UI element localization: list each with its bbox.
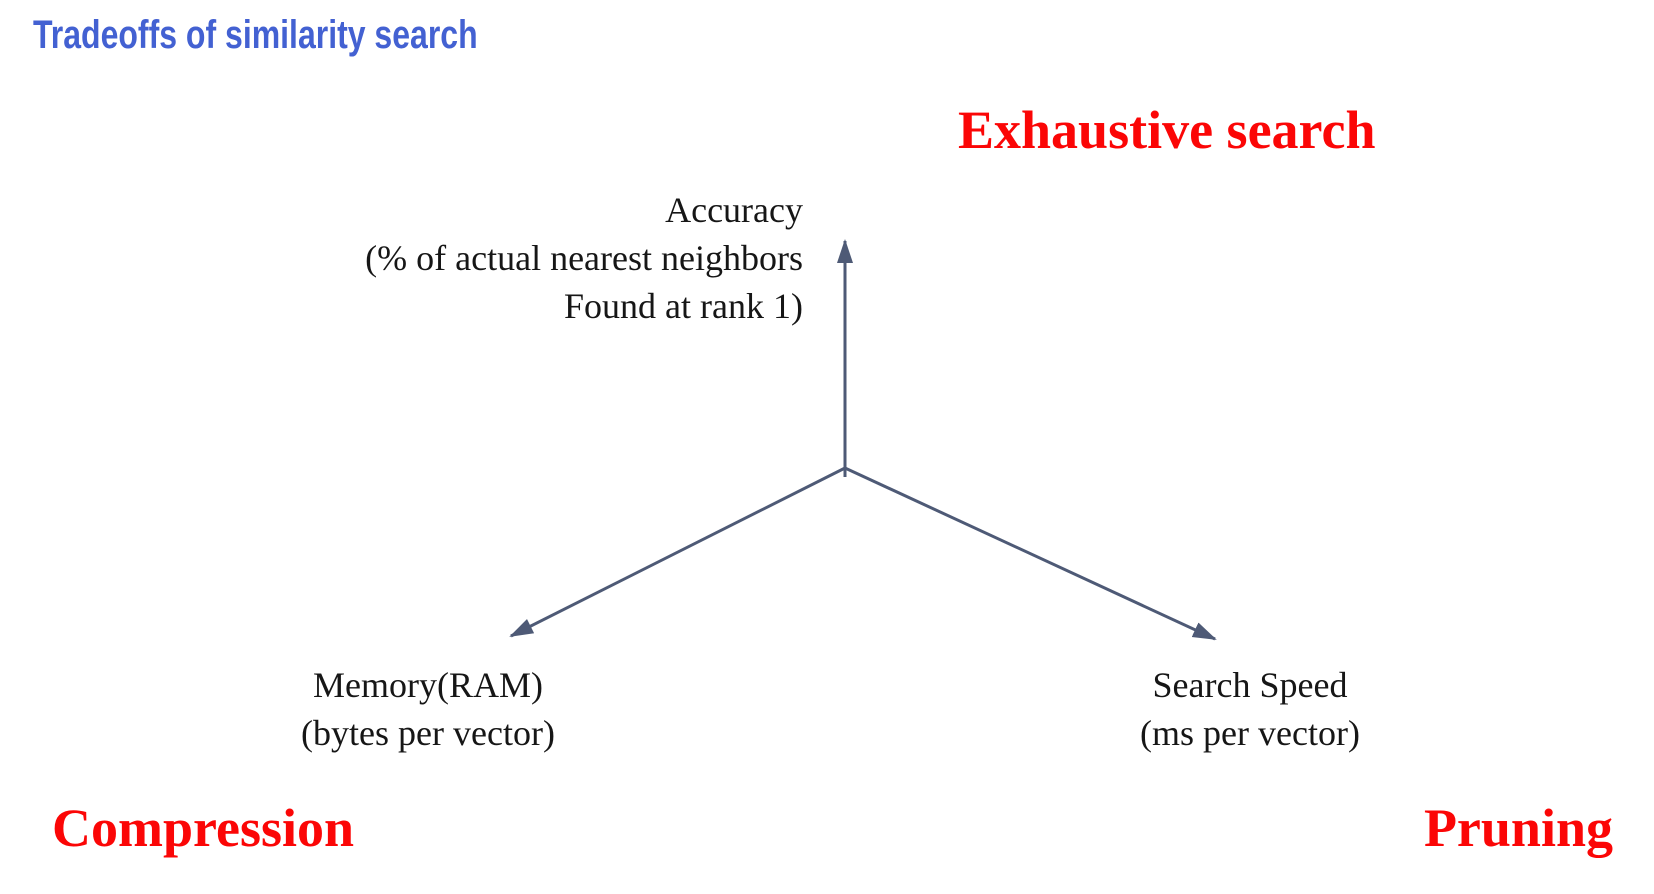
memory-axis-arrow-down-left-icon [509, 466, 846, 638]
search-speed-axis-label-line1: Search Speed [1152, 665, 1348, 705]
label-exhaustive-search: Exhaustive search [958, 100, 1376, 160]
slide-title: Tradeoffs of similarity search [33, 13, 478, 57]
accuracy-axis-label-line3: Found at rank 1) [564, 286, 803, 326]
accuracy-axis-label: Accuracy (% of actual nearest neighbors … [283, 186, 803, 330]
search-speed-axis-label: Search Speed (ms per vector) [1080, 661, 1420, 757]
search-speed-axis-label-line2: (ms per vector) [1140, 713, 1360, 753]
label-compression: Compression [52, 798, 355, 858]
accuracy-axis-label-line2: (% of actual nearest neighbors [365, 238, 803, 278]
speed-axis-arrow-down-right-icon [844, 466, 1217, 641]
memory-axis-label-line1: Memory(RAM) [313, 665, 543, 705]
memory-axis-label-line2: (bytes per vector) [301, 713, 555, 753]
label-pruning: Pruning [1423, 798, 1613, 858]
accuracy-axis-label-line1: Accuracy [665, 190, 803, 230]
memory-axis-label: Memory(RAM) (bytes per vector) [258, 661, 598, 757]
